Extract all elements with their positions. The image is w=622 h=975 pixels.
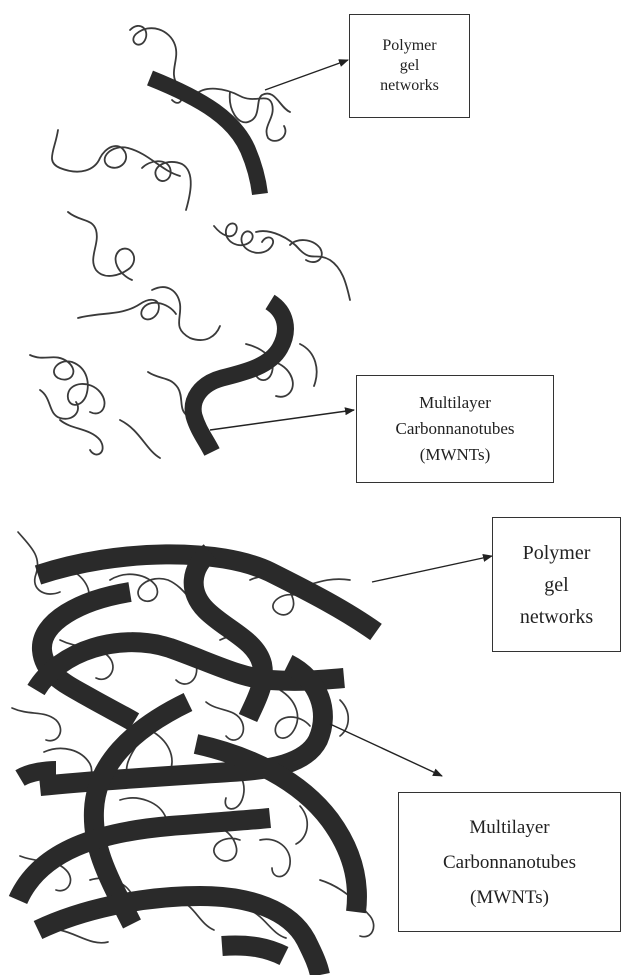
polymer-chain	[260, 839, 290, 876]
arrow-to-mwnt-label	[210, 410, 354, 430]
polymer-chain	[30, 355, 105, 413]
polymer-chain	[60, 420, 103, 455]
arrow-to-polymer-label	[372, 556, 492, 582]
polymer-chain	[214, 223, 273, 252]
polymer-chain	[12, 708, 61, 741]
polymer-chain	[300, 344, 317, 386]
polymer-chain	[142, 161, 191, 210]
polymer-chain	[52, 130, 180, 176]
carbon-nanotube	[20, 770, 56, 778]
polymer-chain	[60, 930, 108, 943]
label-line: Multilayer	[419, 390, 491, 416]
polymer-chain	[275, 690, 310, 738]
polymer-gel-label-bottom: Polymer gel networks	[492, 517, 621, 652]
arrow-to-polymer-label	[265, 60, 348, 90]
top-panel	[30, 26, 354, 458]
polymer-chain	[148, 372, 188, 416]
label-line: (MWNTs)	[420, 442, 491, 468]
bottom-arrows	[330, 556, 492, 776]
label-line: networks	[380, 76, 439, 96]
carbon-nanotube	[194, 552, 263, 718]
label-line: Carbonnanotubes	[443, 845, 576, 880]
label-line: networks	[520, 601, 593, 633]
mwnt-label-bottom: Multilayer Carbonnanotubes (MWNTs)	[398, 792, 621, 932]
label-line: (MWNTs)	[470, 880, 549, 915]
polymer-chain	[230, 92, 290, 122]
carbon-nanotube	[150, 78, 260, 194]
carbon-nanotube	[222, 945, 284, 956]
polymer-chain	[120, 420, 160, 458]
label-line: Polymer	[523, 537, 591, 569]
polymer-chain	[68, 212, 134, 280]
polymer-chain	[296, 806, 307, 844]
polymer-chain	[256, 231, 350, 300]
carbon-nanotube	[193, 302, 285, 452]
polymer-chain	[290, 240, 322, 262]
label-line: Polymer	[382, 36, 436, 56]
label-line: gel	[400, 56, 420, 76]
mwnt-label-top: Multilayer Carbonnanotubes (MWNTs)	[356, 375, 554, 483]
bottom-carbon-nanotubes	[18, 552, 376, 975]
polymer-chain	[78, 300, 176, 320]
top-carbon-nanotubes	[150, 78, 285, 452]
label-line: gel	[544, 569, 568, 601]
polymer-chain	[152, 287, 220, 340]
polymer-gel-label-top: Polymer gel networks	[349, 14, 470, 118]
label-line: Carbonnanotubes	[396, 416, 515, 442]
polymer-chain	[206, 702, 243, 740]
arrow-to-mwnt-label	[330, 724, 442, 776]
label-line: Multilayer	[469, 810, 549, 845]
